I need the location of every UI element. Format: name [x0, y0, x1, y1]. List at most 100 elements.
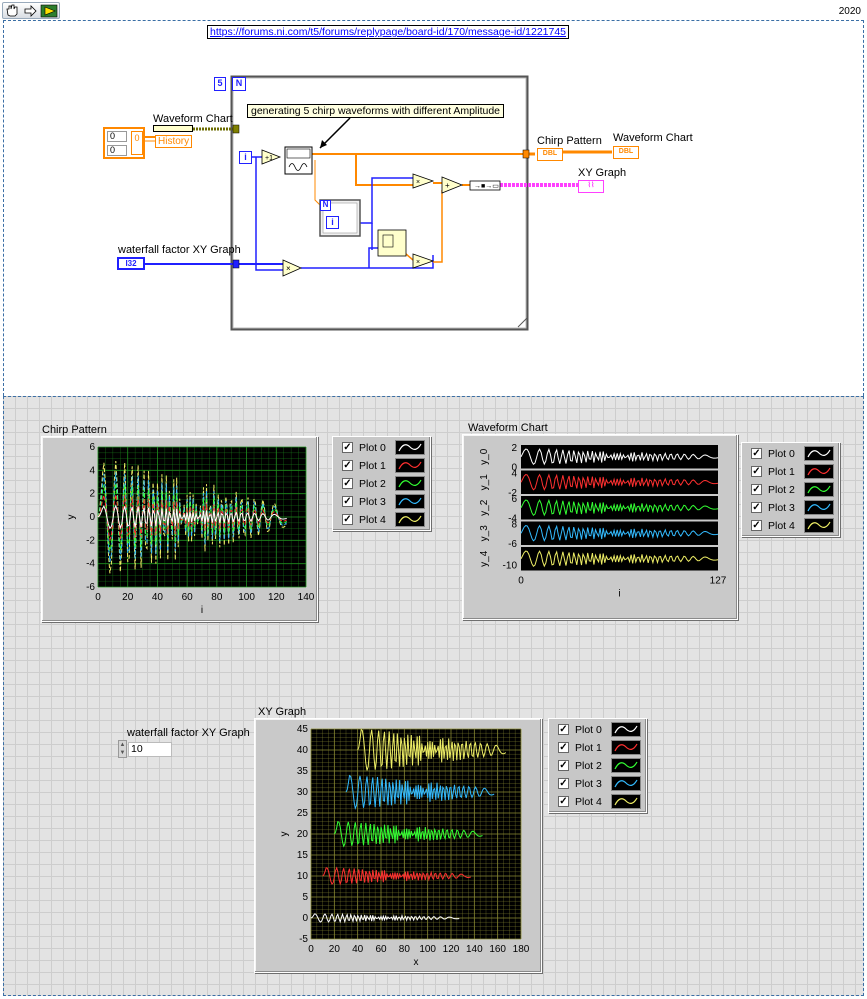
strip-y-axis-label: y_0	[479, 448, 490, 465]
legend-item-plot3[interactable]: ✓Plot 3	[554, 776, 644, 792]
series-line-plot1	[322, 866, 471, 886]
legend-item-plot3[interactable]: ✓Plot 3	[338, 494, 428, 510]
legend-checkbox[interactable]: ✓	[558, 760, 569, 771]
legend-swatch-plot4[interactable]	[611, 794, 641, 809]
legend-checkbox[interactable]: ✓	[751, 502, 762, 513]
y-tick-label: 40	[297, 745, 309, 756]
legend-checkbox[interactable]: ✓	[558, 778, 569, 789]
increment-node[interactable]: +1	[261, 149, 282, 165]
arrow-icon[interactable]	[24, 5, 37, 17]
legend-swatch-plot4[interactable]	[804, 518, 834, 533]
multiply-node[interactable]: ×	[282, 259, 302, 277]
legend-swatch-plot0[interactable]	[395, 440, 425, 455]
add-node[interactable]: +	[441, 176, 464, 194]
legend-swatch-plot1[interactable]	[804, 464, 834, 479]
increment-decrement-arrows[interactable]: ▲▼	[118, 740, 127, 758]
history-index-0[interactable]: 0	[107, 131, 127, 142]
history-value[interactable]: 0	[131, 131, 143, 155]
history-property[interactable]: History	[155, 135, 193, 148]
iteration-terminal[interactable]: i	[239, 151, 252, 164]
waterfall-value-input[interactable]: 10	[128, 742, 172, 757]
legend-swatch-plot3[interactable]	[611, 776, 641, 791]
legend-checkbox[interactable]: ✓	[751, 466, 762, 477]
legend-swatch-plot4[interactable]	[395, 512, 425, 527]
history-constant[interactable]: 0 0 0	[103, 127, 145, 159]
waterfall-control-label: waterfall factor XY Graph	[127, 727, 250, 739]
legend-item-plot2[interactable]: ✓Plot 2	[747, 482, 837, 498]
legend-swatch-plot2[interactable]	[611, 758, 641, 773]
legend-checkbox[interactable]: ✓	[342, 514, 353, 525]
legend-item-plot1[interactable]: ✓Plot 1	[747, 464, 837, 480]
legend-checkbox[interactable]: ✓	[751, 448, 762, 459]
legend-swatch-plot2[interactable]	[804, 482, 834, 497]
legend-swatch-plot1[interactable]	[611, 740, 641, 755]
waveform-multiply-2[interactable]: ×	[412, 253, 435, 269]
inner-loop-count-terminal[interactable]: N	[320, 200, 331, 211]
legend-item-plot2[interactable]: ✓Plot 2	[338, 476, 428, 492]
forum-url-link[interactable]: https://forums.ni.com/t5/forums/replypag…	[207, 25, 570, 39]
strip-y-axis-label: y_3	[479, 525, 490, 542]
chirp-pattern-terminal[interactable]: DBL	[537, 148, 563, 161]
legend-swatch-plot3[interactable]	[395, 494, 425, 509]
legend-checkbox[interactable]: ✓	[558, 742, 569, 753]
xy-graph-legend[interactable]: ✓ Plot 0 ✓Plot 1 ✓Plot 2 ✓Plot 3 ✓ Plot 4	[548, 718, 647, 813]
chirp-pattern-legend[interactable]: ✓Plot 0 ✓Plot 1 ✓Plot 2 ✓Plot 3 ✓Plot 4	[332, 436, 431, 531]
hand-icon[interactable]	[6, 4, 18, 17]
inner-for-loop[interactable]	[319, 199, 361, 237]
block-diagram	[3, 20, 864, 396]
legend-checkbox[interactable]: ✓	[342, 460, 353, 471]
xy-graph-terminal[interactable]: ⌇⌇	[578, 180, 604, 193]
y-tick-label: 0	[511, 463, 517, 474]
waveform-multiply-1[interactable]: ×	[412, 173, 435, 189]
legend-checkbox[interactable]: ✓	[751, 520, 762, 531]
series-line-plot0	[310, 912, 460, 924]
x-axis-label: x	[414, 957, 419, 968]
history-index-1[interactable]: 0	[107, 145, 127, 156]
loop-count-constant[interactable]: 5	[214, 77, 226, 91]
legend-item-plot0[interactable]: ✓ Plot 0	[554, 722, 644, 738]
y-tick-label: 15	[297, 850, 309, 861]
waterfall-control[interactable]: ▲▼ 10	[118, 740, 172, 758]
inner-iteration-terminal[interactable]: i	[326, 216, 339, 229]
legend-checkbox[interactable]: ✓	[342, 478, 353, 489]
legend-swatch-plot0[interactable]	[611, 722, 641, 737]
legend-checkbox[interactable]: ✓	[558, 796, 569, 807]
legend-checkbox[interactable]: ✓	[342, 496, 353, 507]
legend-item-plot4[interactable]: ✓Plot 4	[338, 512, 428, 528]
legend-item-plot0[interactable]: ✓Plot 0	[338, 440, 428, 456]
loop-count-terminal[interactable]: N	[232, 77, 246, 91]
run-icon[interactable]	[40, 4, 58, 18]
legend-item-plot0[interactable]: ✓Plot 0	[747, 446, 837, 462]
legend-label: Plot 0	[575, 724, 602, 736]
waveform-chart-legend[interactable]: ✓Plot 0 ✓Plot 1 ✓Plot 2 ✓Plot 3 ✓Plot 4	[741, 442, 840, 537]
legend-swatch-plot1[interactable]	[395, 458, 425, 473]
waterfall-terminal[interactable]: I32	[117, 257, 145, 270]
legend-item-plot4[interactable]: ✓ Plot 4	[554, 794, 644, 810]
legend-swatch-plot3[interactable]	[804, 500, 834, 515]
legend-item-plot1[interactable]: ✓Plot 1	[338, 458, 428, 474]
legend-checkbox[interactable]: ✓	[751, 484, 762, 495]
legend-checkbox[interactable]: ✓	[342, 442, 353, 453]
legend-item-plot1[interactable]: ✓Plot 1	[554, 740, 644, 756]
y-tick-label: 6	[511, 494, 517, 505]
toolbar-button-group[interactable]	[2, 2, 60, 19]
chirp-pattern-vi[interactable]	[284, 146, 313, 175]
legend-item-plot2[interactable]: ✓Plot 2	[554, 758, 644, 774]
x-tick-label: 120	[443, 944, 460, 955]
legend-item-plot4[interactable]: ✓Plot 4	[747, 518, 837, 534]
for-loop[interactable]	[230, 75, 529, 331]
legend-swatch-plot2[interactable]	[395, 476, 425, 491]
build-array-node[interactable]	[377, 229, 407, 257]
waveform-chart-terminal[interactable]: DBL	[613, 146, 639, 159]
bundle-node[interactable]: →■→▭	[469, 180, 501, 191]
legend-item-plot3[interactable]: ✓Plot 3	[747, 500, 837, 516]
legend-swatch-plot0[interactable]	[804, 446, 834, 461]
legend-label: Plot 4	[575, 796, 602, 808]
property-node-header[interactable]	[153, 125, 193, 132]
legend-checkbox[interactable]: ✓	[558, 724, 569, 735]
x-tick-label: 180	[513, 944, 530, 955]
